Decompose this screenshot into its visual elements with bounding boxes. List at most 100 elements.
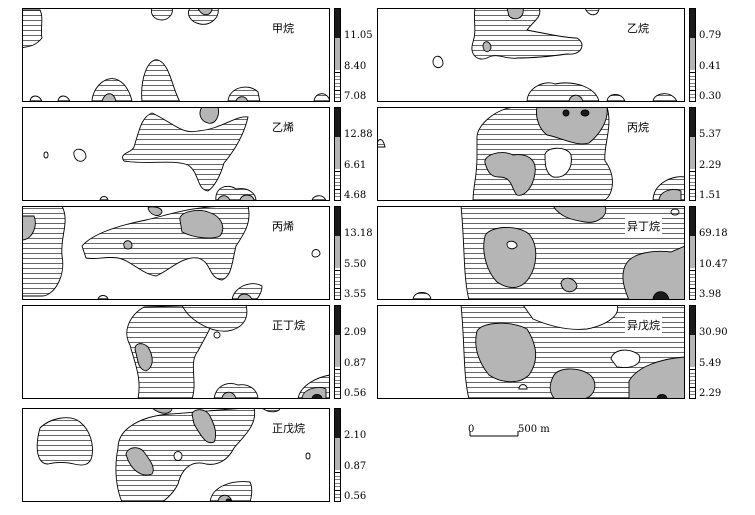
contour-region [191, 409, 217, 444]
legend-segment [690, 267, 695, 299]
legend-tick-label: 0.30 [699, 91, 722, 103]
legend-tick-label: 2.09 [344, 327, 367, 339]
gas-name-label: 正戊烷 [270, 420, 307, 436]
map-panel-npentane: 正戊烷 [22, 408, 330, 502]
legend-color-bar [689, 107, 696, 201]
contour-region [482, 41, 492, 53]
legend-tick-label: 10.47 [699, 259, 728, 271]
contour-region [125, 447, 154, 476]
legend-tick-label: 69.18 [699, 228, 728, 240]
legend-segment [335, 236, 340, 268]
contour-region [181, 305, 248, 332]
contour-region [199, 107, 219, 124]
contour-region [213, 331, 221, 339]
legend-segment [690, 236, 695, 268]
contour-region [43, 151, 49, 159]
contour-region [134, 343, 153, 372]
legend-segment [690, 306, 695, 336]
legend-tick-label: 8.40 [344, 61, 367, 73]
legend-segment [335, 438, 340, 470]
legend-tick-label: 0.87 [344, 461, 367, 473]
gas-name-label: 丙烷 [625, 119, 651, 135]
legend-tick-label: 2.10 [344, 430, 367, 442]
map-frame [22, 408, 330, 502]
legend-segment [690, 207, 695, 237]
contour-region [151, 8, 173, 21]
legend-segment [335, 409, 340, 439]
legend-segment [335, 69, 340, 101]
gas-name-label: 丙烯 [270, 218, 296, 234]
contour-region [549, 368, 596, 399]
legend-tick-label: 3.55 [344, 289, 367, 301]
contour-region [227, 86, 261, 102]
legend-segment [690, 9, 695, 39]
legend-segment [335, 306, 340, 336]
contour-region [126, 305, 216, 399]
legend-segment [335, 108, 340, 138]
contour-region [484, 152, 536, 196]
legend-tick-label: 5.49 [699, 358, 722, 370]
legend-tick-label: 6.61 [344, 160, 367, 172]
legend-tick-label: 12.88 [344, 129, 373, 141]
legend-segment [335, 335, 340, 367]
legend-tick-label: 13.18 [344, 228, 373, 240]
legend-segment [690, 335, 695, 367]
contour-region [36, 417, 93, 466]
legend-color-bar [334, 408, 341, 502]
contour-region [311, 249, 321, 258]
legend-tick-label: 0.41 [699, 61, 722, 73]
gas-name-label: 乙烷 [625, 20, 651, 36]
legend-tick-label: 7.08 [344, 91, 367, 103]
contour-region [560, 277, 578, 293]
legend-segment [690, 38, 695, 70]
legend-segment [335, 366, 340, 398]
legend-tick-label: 0.56 [344, 388, 367, 400]
contour-region [471, 8, 583, 60]
contour-region [610, 349, 641, 368]
contour-region [670, 208, 680, 216]
contour-region [580, 109, 590, 117]
legend-color-bar [334, 107, 341, 201]
contour-region [179, 209, 224, 239]
contour-region [622, 245, 685, 300]
contour-region [628, 356, 685, 399]
legend-segment [690, 108, 695, 138]
gas-name-label: 正丁烷 [270, 317, 307, 333]
legend-tick-label: 0.56 [344, 491, 367, 503]
legend-tick-label: 2.29 [699, 388, 722, 400]
contour-region [123, 240, 133, 250]
contour-region [173, 451, 183, 461]
contour-region [475, 322, 536, 383]
contour-region [483, 227, 537, 288]
legend-color-bar [334, 305, 341, 399]
legend-color-bar [689, 305, 696, 399]
contour-region [544, 147, 572, 178]
legend-tick-label: 11.05 [344, 30, 373, 42]
legend-color-bar [689, 206, 696, 300]
map-panel-methane: 甲烷 [22, 8, 330, 102]
legend-segment [690, 168, 695, 200]
gas-name-label: 异丁烷 [625, 218, 662, 234]
contour-region [91, 78, 133, 102]
contour-region [562, 109, 570, 117]
map-panel-ethane: 乙烷 [377, 8, 685, 102]
contour-region [22, 9, 43, 49]
legend-segment [335, 137, 340, 169]
contour-region [432, 55, 444, 69]
legend-segment [335, 168, 340, 200]
contour-region [658, 189, 682, 201]
legend-segment [690, 366, 695, 398]
contour-region [518, 384, 528, 390]
contour-region [506, 240, 518, 250]
contour-region [552, 206, 607, 223]
legend-segment [335, 9, 340, 39]
scale-start-label: 0 [468, 424, 475, 435]
contour-region [536, 107, 608, 145]
legend-color-bar [689, 8, 696, 102]
legend-segment [335, 469, 340, 501]
map-frame [22, 305, 330, 399]
scale-bar-line [469, 431, 519, 437]
gas-name-label: 甲烷 [270, 20, 296, 36]
legend-tick-label: 4.68 [344, 190, 367, 202]
legend-tick-label: 0.79 [699, 30, 722, 42]
